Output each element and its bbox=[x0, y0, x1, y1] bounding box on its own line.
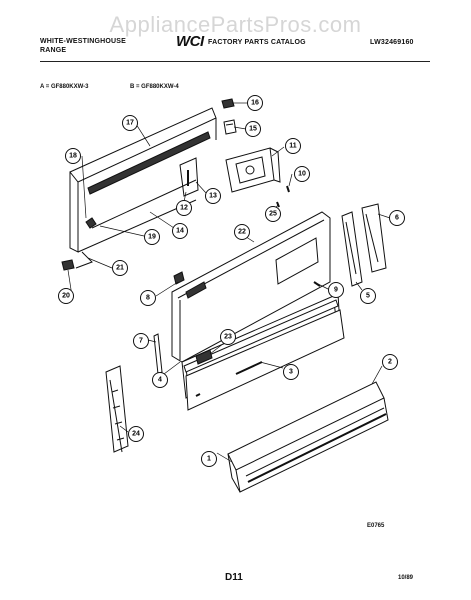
callout-14: 14 bbox=[172, 223, 188, 239]
svg-text:4: 4 bbox=[158, 377, 162, 384]
callout-markers: 1 2 3 4 5 6 7 8 9 10 11 12 13 14 15 16 1… bbox=[58, 95, 405, 467]
svg-text:8: 8 bbox=[146, 295, 150, 302]
callout-21: 21 bbox=[112, 260, 128, 276]
svg-text:9: 9 bbox=[334, 287, 338, 294]
svg-text:19: 19 bbox=[148, 234, 156, 241]
svg-text:13: 13 bbox=[209, 193, 217, 200]
callout-25: 25 bbox=[265, 206, 281, 222]
svg-text:24: 24 bbox=[132, 431, 140, 438]
callout-13: 13 bbox=[205, 188, 221, 204]
svg-text:25: 25 bbox=[269, 211, 277, 218]
header-divider bbox=[40, 61, 430, 62]
doc-number: LW32469160 bbox=[370, 39, 414, 46]
callout-2: 2 bbox=[382, 354, 398, 370]
callout-5: 5 bbox=[360, 288, 376, 304]
clock-timer bbox=[225, 147, 281, 193]
svg-text:1: 1 bbox=[207, 456, 211, 463]
side-bracket bbox=[105, 365, 129, 453]
svg-text:18: 18 bbox=[69, 153, 77, 160]
callout-1: 1 bbox=[201, 451, 217, 467]
svg-text:11: 11 bbox=[289, 143, 297, 150]
callout-20: 20 bbox=[58, 288, 74, 304]
callout-8: 8 bbox=[140, 290, 156, 306]
svg-text:3: 3 bbox=[289, 369, 293, 376]
callout-19: 19 bbox=[144, 229, 160, 245]
svg-text:23: 23 bbox=[224, 334, 232, 341]
callout-3: 3 bbox=[283, 364, 299, 380]
svg-text:5: 5 bbox=[366, 293, 370, 300]
callout-4: 4 bbox=[152, 372, 168, 388]
side-spacer bbox=[153, 333, 163, 375]
svg-text:20: 20 bbox=[62, 293, 70, 300]
callout-15: 15 bbox=[245, 121, 261, 137]
svg-text:16: 16 bbox=[251, 100, 259, 107]
callout-11: 11 bbox=[285, 138, 301, 154]
lower-trim bbox=[227, 381, 389, 493]
svg-text:12: 12 bbox=[180, 205, 188, 212]
svg-text:22: 22 bbox=[238, 229, 246, 236]
end-caps bbox=[341, 203, 387, 287]
svg-text:6: 6 bbox=[395, 215, 399, 222]
svg-text:21: 21 bbox=[116, 265, 124, 272]
callout-22: 22 bbox=[234, 224, 250, 240]
callout-6: 6 bbox=[389, 210, 405, 226]
watermark: AppliancePartsPros.com bbox=[109, 12, 362, 37]
callout-12: 12 bbox=[176, 200, 192, 216]
catalog-title: FACTORY PARTS CATALOG bbox=[208, 39, 306, 46]
svg-text:14: 14 bbox=[176, 228, 184, 235]
figure-code: E0765 bbox=[367, 523, 385, 529]
leader-lines bbox=[67, 102, 391, 463]
callout-16: 16 bbox=[247, 95, 263, 111]
wci-logo: WCI bbox=[176, 33, 204, 50]
brand-name: WHITE-WESTINGHOUSE bbox=[40, 38, 127, 45]
callout-23: 23 bbox=[220, 329, 236, 345]
panel-screw bbox=[313, 281, 321, 287]
product-type: RANGE bbox=[40, 47, 67, 54]
date-code: 10/89 bbox=[398, 575, 414, 581]
page-code: D11 bbox=[225, 572, 243, 583]
svg-text:2: 2 bbox=[388, 359, 392, 366]
callout-7: 7 bbox=[133, 333, 149, 349]
trim-strip bbox=[183, 299, 339, 373]
svg-text:10: 10 bbox=[298, 171, 306, 178]
control-panel-frame bbox=[171, 211, 331, 363]
callout-24: 24 bbox=[128, 426, 144, 442]
callout-18: 18 bbox=[65, 148, 81, 164]
switch-parts bbox=[221, 98, 237, 135]
wire-and-hardware bbox=[61, 179, 197, 271]
mounting-bracket bbox=[179, 157, 199, 197]
callout-9: 9 bbox=[328, 282, 344, 298]
svg-text:15: 15 bbox=[249, 126, 257, 133]
svg-text:7: 7 bbox=[139, 338, 143, 345]
model-a: A = GF880KXW-3 bbox=[40, 84, 89, 90]
callout-17: 17 bbox=[122, 115, 138, 131]
model-b: B = GF880KXW-4 bbox=[130, 84, 179, 90]
control-panel-body bbox=[185, 309, 345, 411]
clip bbox=[173, 271, 185, 285]
screws bbox=[276, 185, 290, 208]
svg-text:17: 17 bbox=[126, 120, 134, 127]
callout-10: 10 bbox=[294, 166, 310, 182]
